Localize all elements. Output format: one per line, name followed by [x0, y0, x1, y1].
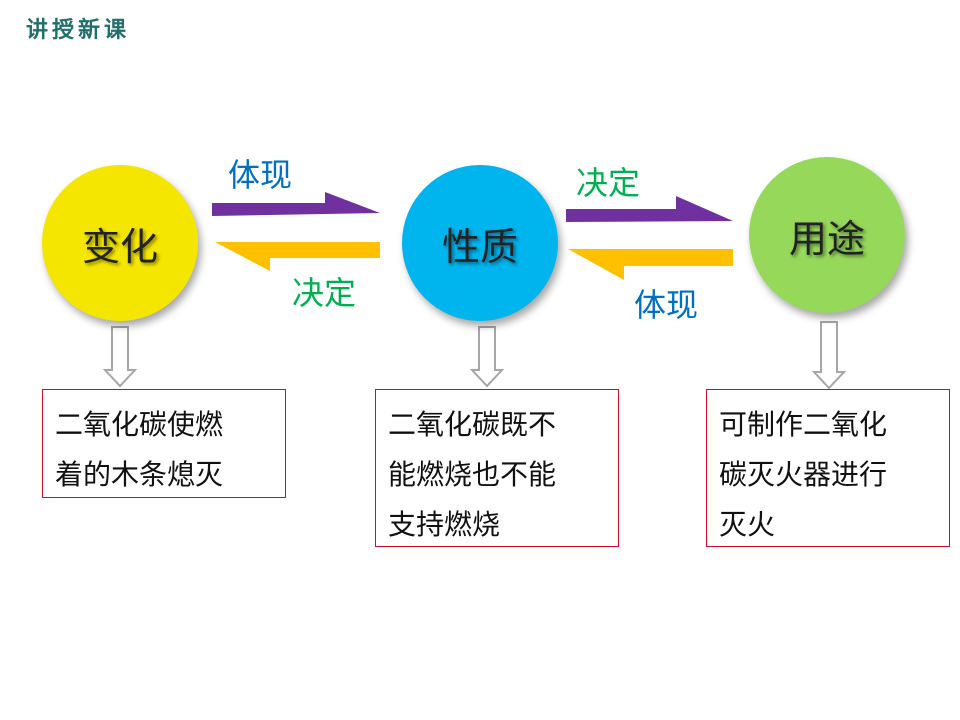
forward-arrow-left [212, 192, 380, 216]
box-use-line-2: 碳灭火器进行 [719, 458, 888, 491]
node-use: 用途 [749, 157, 905, 313]
node-change-label: 变化 [81, 224, 158, 269]
label-right-backward: 体现 [634, 286, 699, 324]
box-change-line-2: 着的木条熄灭 [55, 458, 224, 491]
label-left-backward: 决定 [292, 274, 357, 312]
node-change: 变化 [42, 165, 198, 321]
node-use-label: 用途 [788, 216, 865, 261]
forward-arrow-right [566, 196, 733, 222]
label-left-forward: 体现 [228, 156, 293, 194]
section-title: 讲授新课 [26, 17, 131, 43]
box-use: 可制作二氧化 碳灭火器进行 灭火 [706, 389, 950, 547]
box-property-line-1: 二氧化碳既不 [388, 408, 557, 441]
node-property: 性质 [402, 165, 558, 321]
box-property-line-2: 能燃烧也不能 [388, 458, 557, 491]
backward-arrow-right [568, 249, 733, 280]
down-arrow-1 [102, 326, 138, 388]
box-change-line-1: 二氧化碳使燃 [55, 408, 224, 441]
label-right-forward: 决定 [576, 164, 641, 202]
down-arrow-2 [469, 326, 505, 388]
down-arrow-3 [811, 321, 847, 390]
box-use-line-1: 可制作二氧化 [719, 408, 888, 441]
box-property: 二氧化碳既不 能燃烧也不能 支持燃烧 [375, 389, 619, 547]
node-property-label: 性质 [441, 224, 518, 269]
box-change: 二氧化碳使燃 着的木条熄灭 [42, 389, 286, 498]
backward-arrow-left [215, 242, 380, 271]
box-use-line-3: 灭火 [719, 508, 776, 541]
box-property-line-3: 支持燃烧 [388, 508, 501, 541]
